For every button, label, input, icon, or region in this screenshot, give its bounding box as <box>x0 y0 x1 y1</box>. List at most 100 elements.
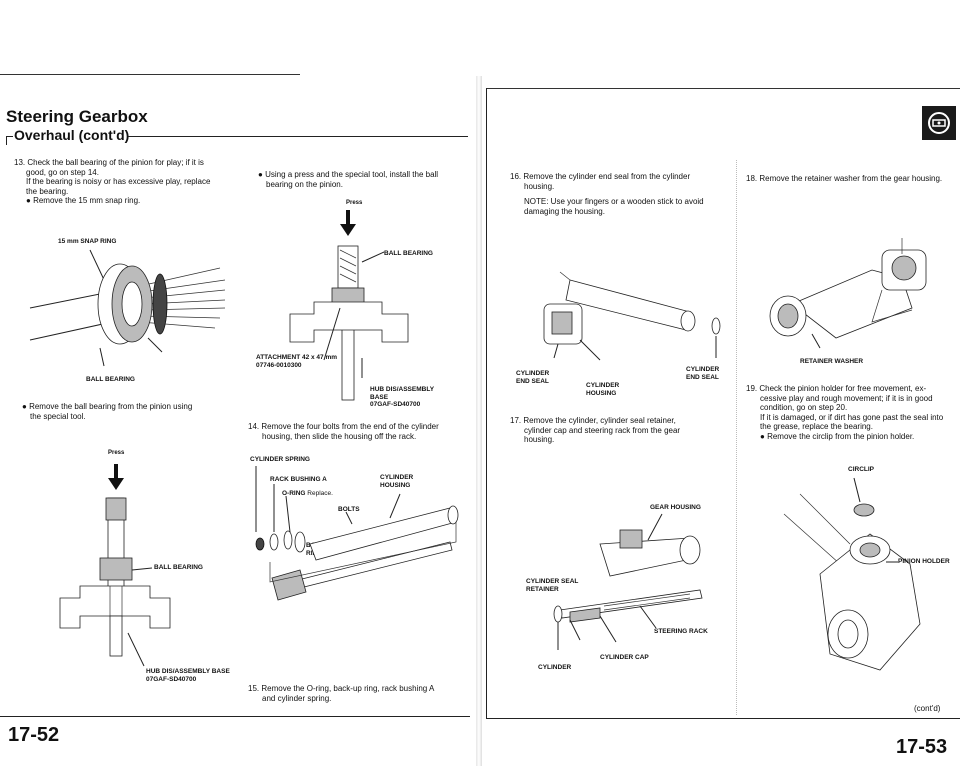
step-number: 17. <box>510 416 522 425</box>
figure-snap-ring <box>29 249 226 367</box>
label-gear-housing: GEAR HOUSING <box>650 504 701 511</box>
step-text: the special tool. <box>30 411 86 421</box>
step-16: 16. Remove the cylinder end seal from th… <box>510 172 728 216</box>
step-text: bearing on the pinion. <box>266 179 343 189</box>
figure-cylinder-housing <box>255 466 459 601</box>
bullet-icon: ● <box>258 170 263 179</box>
label-line: HUB DIS/ASSEMBLY <box>370 386 435 393</box>
page-number-left: 17-52 <box>8 724 60 746</box>
step-number: 16. <box>510 172 522 181</box>
label-line: O-RING <box>282 490 306 497</box>
subtitle-bracket <box>6 136 13 145</box>
top-rule <box>0 74 300 75</box>
step-text: If it is damaged, or if dirt has gone pa… <box>760 412 944 422</box>
step-text: Remove the cylinder, cylinder seal retai… <box>523 416 676 425</box>
label-cylinder-cap: CYLINDER CAP <box>600 654 649 661</box>
column-divider <box>736 160 737 715</box>
label-cylinder-housing-2: CYLINDER HOUSING <box>586 382 619 397</box>
bullet-text: Remove the circlip from the pinion holde… <box>767 431 915 441</box>
subtitle-rule <box>128 136 468 137</box>
step-text: cylinder cap and steering rack from the … <box>524 425 681 435</box>
label-line: END SEAL <box>686 373 719 381</box>
label-cylinder-seal-retainer: CYLINDER SEAL RETAINER <box>526 578 578 593</box>
label-press-2: Press <box>346 200 363 206</box>
bullet-text: Remove the 15 mm snap ring. <box>33 196 141 205</box>
step-number: 15. <box>248 684 260 693</box>
step-19: 19. Check the pinion holder for free mov… <box>746 384 958 441</box>
install-bearing-text: ● Using a press and the special tool, in… <box>258 170 473 189</box>
bullet-icon: ● <box>22 402 27 411</box>
step-17: 17. Remove the cylinder, cylinder seal r… <box>510 416 728 445</box>
step-text: Using a press and the special tool, inst… <box>265 170 439 179</box>
step-text: cessive play and rough movement; if it i… <box>760 393 933 403</box>
figure-retainer-washer <box>769 238 927 349</box>
section-subtitle: Overhaul (cont'd) <box>14 127 130 143</box>
step-text: the bearing. <box>26 186 69 196</box>
label-line: END SEAL <box>516 377 549 385</box>
bullet-icon: ● <box>26 196 31 205</box>
step-number: 19. <box>746 384 758 393</box>
label-retainer-washer: RETAINER WASHER <box>800 358 864 365</box>
figure-cylinder-end-seal <box>543 271 721 361</box>
step-text: condition, go on step 20. <box>760 403 848 412</box>
label-line: CYLINDER <box>380 474 414 481</box>
figure-press-in <box>289 210 409 401</box>
step-14: 14. Remove the four bolts from the end o… <box>248 422 473 441</box>
bottom-rule-right <box>486 718 960 719</box>
label-steering-rack: STEERING RACK <box>654 628 708 635</box>
note-text: NOTE: Use your fingers or a wooden stick… <box>524 197 704 206</box>
step-15: 15. Remove the O-ring, back-up ring, rac… <box>248 684 473 703</box>
section-title: Steering Gearbox <box>6 107 148 126</box>
label-hub-base: HUB DIS/ASSEMBLY BASE 07GAF-SD40700 <box>146 668 230 683</box>
bottom-rule-left <box>0 716 470 717</box>
step-text: Check the ball bearing of the pinion for… <box>27 158 204 167</box>
step-text: Remove the ball bearing from the pinion … <box>29 402 193 411</box>
label-line: HUB DIS/ASSEMBLY BASE <box>146 668 230 675</box>
label-cylinder-spring: CYLINDER SPRING <box>250 456 310 463</box>
step-text: Remove the four bolts from the end of th… <box>261 422 439 431</box>
step-text: housing, then slide the housing off the … <box>262 431 417 441</box>
step-text: If the bearing is noisy or has excessive… <box>26 177 211 186</box>
step-text: housing. <box>524 435 555 444</box>
figure-pinion-holder <box>783 477 921 671</box>
press-arrow-icon <box>340 210 356 236</box>
label-snap-ring: 15 mm SNAP RING <box>58 238 117 245</box>
step-text: Remove the cylinder end seal from the cy… <box>523 172 691 181</box>
label-line: CYLINDER <box>586 382 620 389</box>
label-cylinder-housing: CYLINDER HOUSING <box>380 474 413 489</box>
label-line: CYLINDER SEAL <box>526 578 579 585</box>
steering-wheel-icon <box>922 106 956 140</box>
step-number: 18. <box>746 174 758 183</box>
bullet-icon: ● <box>760 431 765 441</box>
step-text: the grease, replace the bearing. <box>760 422 873 431</box>
label-pinion-holder: PINION HOLDER <box>898 558 950 565</box>
label-line: HOUSING <box>380 481 411 489</box>
label-line: RETAINER <box>526 585 559 593</box>
continued-label: (cont'd) <box>914 704 941 713</box>
label-ball-bearing-2: BALL BEARING <box>154 564 203 571</box>
step-text: Check the pinion holder for free movemen… <box>759 384 927 393</box>
step-text: good, go on step 14. <box>26 167 99 177</box>
label-line: 07GAF-SD40700 <box>370 401 421 408</box>
label-bolts: BOLTS <box>338 506 360 513</box>
figure-press-out <box>59 464 171 667</box>
press-arrow-icon <box>108 464 124 490</box>
label-rack-bushing: RACK BUSHING A <box>270 476 327 483</box>
label-line: 07GAF-SD40700 <box>146 675 197 683</box>
label-hub-assembly: HUB DIS/ASSEMBLY BASE 07GAF-SD40700 <box>370 386 434 409</box>
top-rule-right <box>486 88 960 89</box>
label-line: HOUSING <box>586 389 617 397</box>
label-oring: O-RING Replace. <box>282 490 333 498</box>
label-cylinder: CYLINDER <box>538 664 572 671</box>
remove-bearing-text: ● Remove the ball bearing from the pinio… <box>22 402 242 421</box>
label-press: Press <box>108 450 125 456</box>
figure-gear-housing <box>553 513 703 650</box>
frame-left-rule <box>486 88 487 718</box>
label-ball-bearing: BALL BEARING <box>86 376 135 383</box>
label-line: CYLINDER <box>686 366 720 373</box>
label-ball-bearing-3: BALL BEARING <box>384 250 433 257</box>
label-line: BASE <box>370 393 389 401</box>
step-number: 13. <box>14 158 26 167</box>
note-text: damaging the housing. <box>524 206 605 216</box>
step-text: housing. <box>524 181 555 191</box>
